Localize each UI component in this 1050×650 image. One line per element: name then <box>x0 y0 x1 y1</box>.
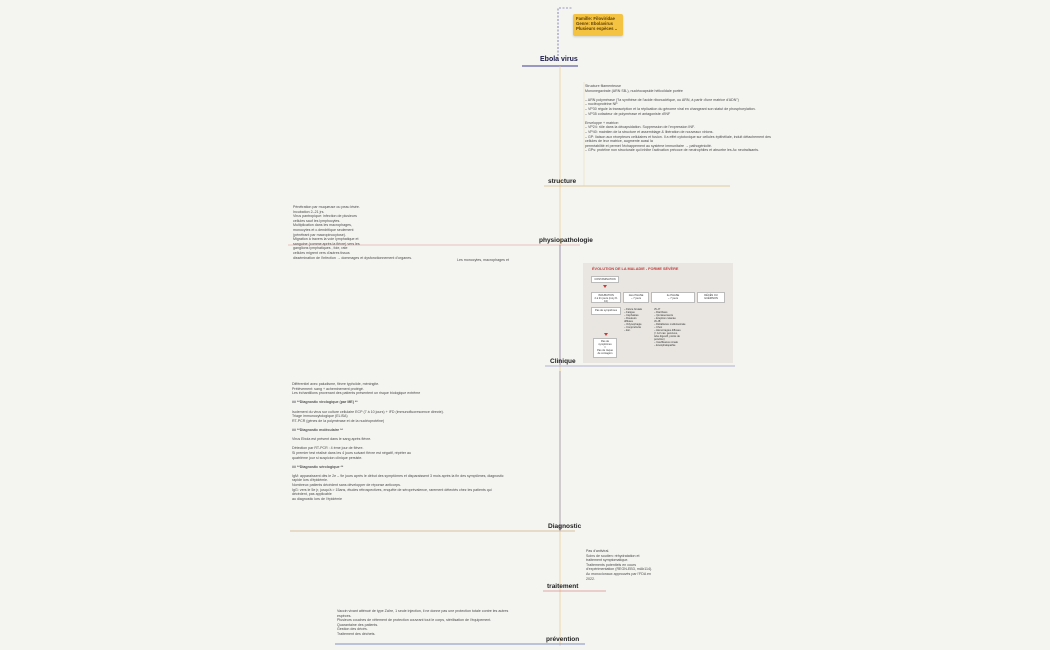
cell-phase2: 2e PHASE ~ 7 jours <box>651 292 695 303</box>
cell-outcome: DÉCÈS OU GUÉRISON <box>697 292 725 303</box>
diagnostic-note-line: rapide lors d'épidémie. <box>292 478 329 483</box>
diagnostic-note-line: Virus Ebola est présent dans le sang apr… <box>292 437 372 442</box>
cell-contamination: CONTAMINATION <box>591 276 619 283</box>
cell-phase1-symptoms: – Fièvre brutale – Fatigue – Céphalées –… <box>624 308 643 332</box>
diagnostic-note-line: Isolement du virus sur culture cellulair… <box>292 409 444 414</box>
arrow-down-icon <box>602 285 607 288</box>
clinical-table-title: ÉVOLUTION DE LA MALADIE - FORME SÉVÈRE <box>592 267 679 271</box>
structure-note: Structure filamenteuse Mononegavirale (A… <box>585 84 771 153</box>
traitement-note: Pas d'antiviral. Soins de soutien: réhyd… <box>586 549 653 581</box>
genus-link <box>557 7 573 56</box>
diagnostic-note-line: ## **Diagnostic moléculaire ** <box>292 427 343 432</box>
diagnostic-note-line: Prélèvement: sang + acheminement protégé… <box>292 386 364 391</box>
diagnostic-note-line: quatrième jour si suspicion clinique per… <box>292 455 363 460</box>
arrow-down-icon <box>603 333 608 336</box>
prevention-note: Vaccin vivant atténué de type Zaïre, 1 s… <box>337 609 509 636</box>
genus-box-text: Famille: Filoviridae Genre: Ebolavirus P… <box>576 16 618 31</box>
cell-phase1: 1ère PHASE ~ 7 jours <box>623 292 649 303</box>
node-structure[interactable]: structure <box>548 178 577 185</box>
clinical-evolution-table: ÉVOLUTION DE LA MALADIE - FORME SÉVÈRE C… <box>583 263 733 363</box>
diagnostic-note-line: au diagnostic lors de l'épidémie <box>292 496 343 501</box>
diagnostic-note-line: IgG: vers le 5e jr, jusqu'à > 15ans, étu… <box>292 487 492 492</box>
diagnostic-note-line: Différentiel avec paludisme, fièvre typh… <box>292 382 380 386</box>
diagnostic-note-line: ## **Diagnostic virologique (par ME) ** <box>292 400 358 405</box>
diagnostic-note-line: Si premier test réalisé dans les 4 jours… <box>292 450 412 455</box>
diagnostic-note: Différentiel avec paludisme, fièvre typh… <box>292 382 532 501</box>
root-node[interactable]: Ebola virus <box>540 56 578 63</box>
node-physiopathologie[interactable]: physiopathologie <box>539 237 593 244</box>
diagnostic-note-line: Nombreux patients décèdent sans développ… <box>292 483 401 488</box>
diagnostic-note-line: Les échantillons provenant des patients … <box>292 391 421 396</box>
node-traitement[interactable]: traitement <box>547 583 579 590</box>
cell-no-contagion: Pas de symptômes = Pas de risque de cont… <box>593 338 617 358</box>
diagnostic-note-line: Détection par RT-PCR : 4 ème jour de fiè… <box>292 446 364 451</box>
diagnostic-note-line: ## **Diagnostic sérologique ** <box>292 464 344 469</box>
physiopathologie-note: Pénétration par muqueuse ou peau lésée. … <box>293 205 413 260</box>
genus-box[interactable]: Famille: Filoviridae Genre: Ebolavirus P… <box>573 14 623 36</box>
node-clinique[interactable]: Clinique <box>550 358 576 365</box>
diagnostic-note-line: décèdent, pas applicable <box>292 492 332 497</box>
diagnostic-note-line: RT-PCR (gènes de la polymérase et de la … <box>292 418 385 423</box>
cell-phase2-symptoms: J5-J7 – Diarrhées – Vomissements – Érupt… <box>654 308 686 347</box>
cell-incubation: INCUBATION 2 à 21 jours (moy 8-10) <box>591 292 621 303</box>
node-prevention[interactable]: prévention <box>546 636 580 643</box>
cell-no-symptoms: Pas de symptômes <box>591 307 621 315</box>
node-diagnostic[interactable]: Diagnostic <box>548 523 582 530</box>
diagnostic-note-line: IgM: apparaissent dès le 2e – 9e jours a… <box>292 473 504 478</box>
physiopathologie-side-note: Les monocytes, macrophages et <box>457 258 509 262</box>
diagnostic-note-line: Triage immunocytologique (ELISA) <box>292 414 348 419</box>
